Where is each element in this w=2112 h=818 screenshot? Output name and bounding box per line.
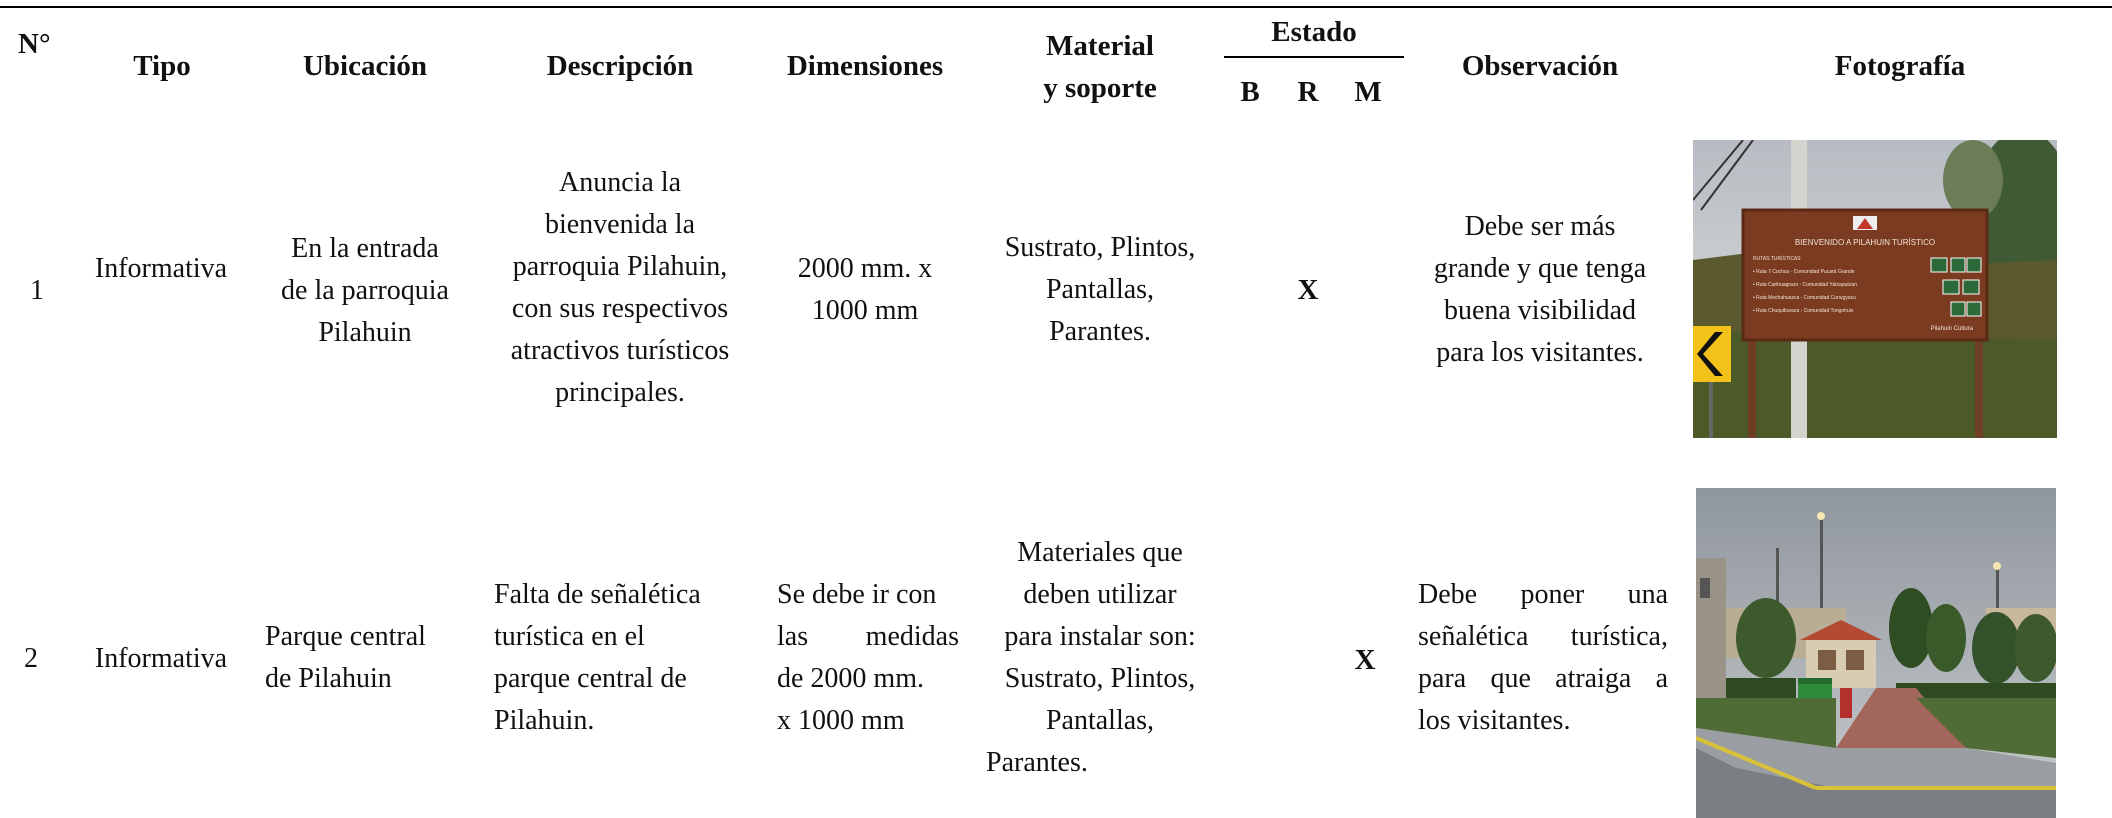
row2-ubicacion: Parque central de Pilahuin — [265, 621, 426, 694]
header-dimensiones: Dimensiones — [786, 50, 944, 82]
row2-dimensiones: Se debe ir con las medidas de 2000 mm. x… — [777, 579, 959, 736]
sign-line-4: • Ruta Mechahuasca - Comunidad Cunugyacu — [1753, 295, 1856, 301]
estado-underline — [1224, 56, 1404, 58]
row1-material: Sustrato, Plintos, Pantallas, Parantes. — [1004, 232, 1196, 347]
header-fotografia: Fotografía — [1834, 50, 1966, 82]
header-ubicacion: Ubicación — [302, 50, 428, 82]
sign-line-2: • Ruta 7 Cochas - Comunidad Pucará Grand… — [1753, 269, 1855, 275]
row1-photo-welcome-sign: BIENVENIDO A PILAHUIN TURÍSTICO RUTAS TU… — [1693, 140, 2057, 438]
header-estado-m: M — [1354, 76, 1382, 108]
row1-observacion: Debe ser más grande y que tenga buena vi… — [1433, 211, 1647, 368]
row1-no: 1 — [30, 275, 44, 306]
row1-dimensiones: 2000 mm. x 1000 mm — [797, 253, 933, 326]
sign-footer-text: Pilahuin Cultura — [1931, 326, 1974, 332]
row1-tipo: Informativa — [94, 253, 228, 284]
header-no: N° — [18, 28, 51, 60]
row2-estado-m-mark: X — [1354, 644, 1376, 676]
row2-tipo: Informativa — [94, 643, 228, 674]
header-tipo: Tipo — [133, 50, 191, 82]
header-material-line1: Material — [1046, 30, 1154, 62]
sign-line-3: • Ruta Carihuagrazo - Comunidad Yatzaput… — [1753, 282, 1857, 288]
header-material-line2: y soporte — [1043, 72, 1157, 104]
row1-estado-r-mark: X — [1297, 274, 1319, 306]
row2-no: 2 — [24, 643, 38, 674]
sign-line-1: RUTAS TURÍSTICAS — [1753, 255, 1801, 262]
row1-descripcion: Anuncia la bienvenida la parroquia Pilah… — [510, 167, 730, 408]
row2-photo-central-park — [1696, 488, 2056, 818]
row2-material: Materiales que deben utilizar para insta… — [986, 537, 1196, 778]
header-estado-b: B — [1240, 76, 1260, 108]
header-observacion: Observación — [1461, 50, 1619, 82]
sign-title-text: BIENVENIDO A PILAHUIN TURÍSTICO — [1795, 238, 1935, 247]
header-estado-r: R — [1297, 76, 1319, 108]
row2-descripcion: Falta de señalética turística en el parq… — [494, 579, 701, 736]
table-top-rule — [0, 6, 2112, 8]
header-descripcion: Descripción — [546, 50, 694, 82]
sign-line-5: • Ruta Chuquiburaza - Comunidad Tongohui… — [1753, 308, 1854, 314]
row2-observacion: Debe poner una señalética turística, par… — [1418, 579, 1668, 736]
row1-ubicacion: En la entrada de la parroquia Pilahuin — [281, 233, 449, 348]
header-estado: Estado — [1271, 16, 1357, 48]
